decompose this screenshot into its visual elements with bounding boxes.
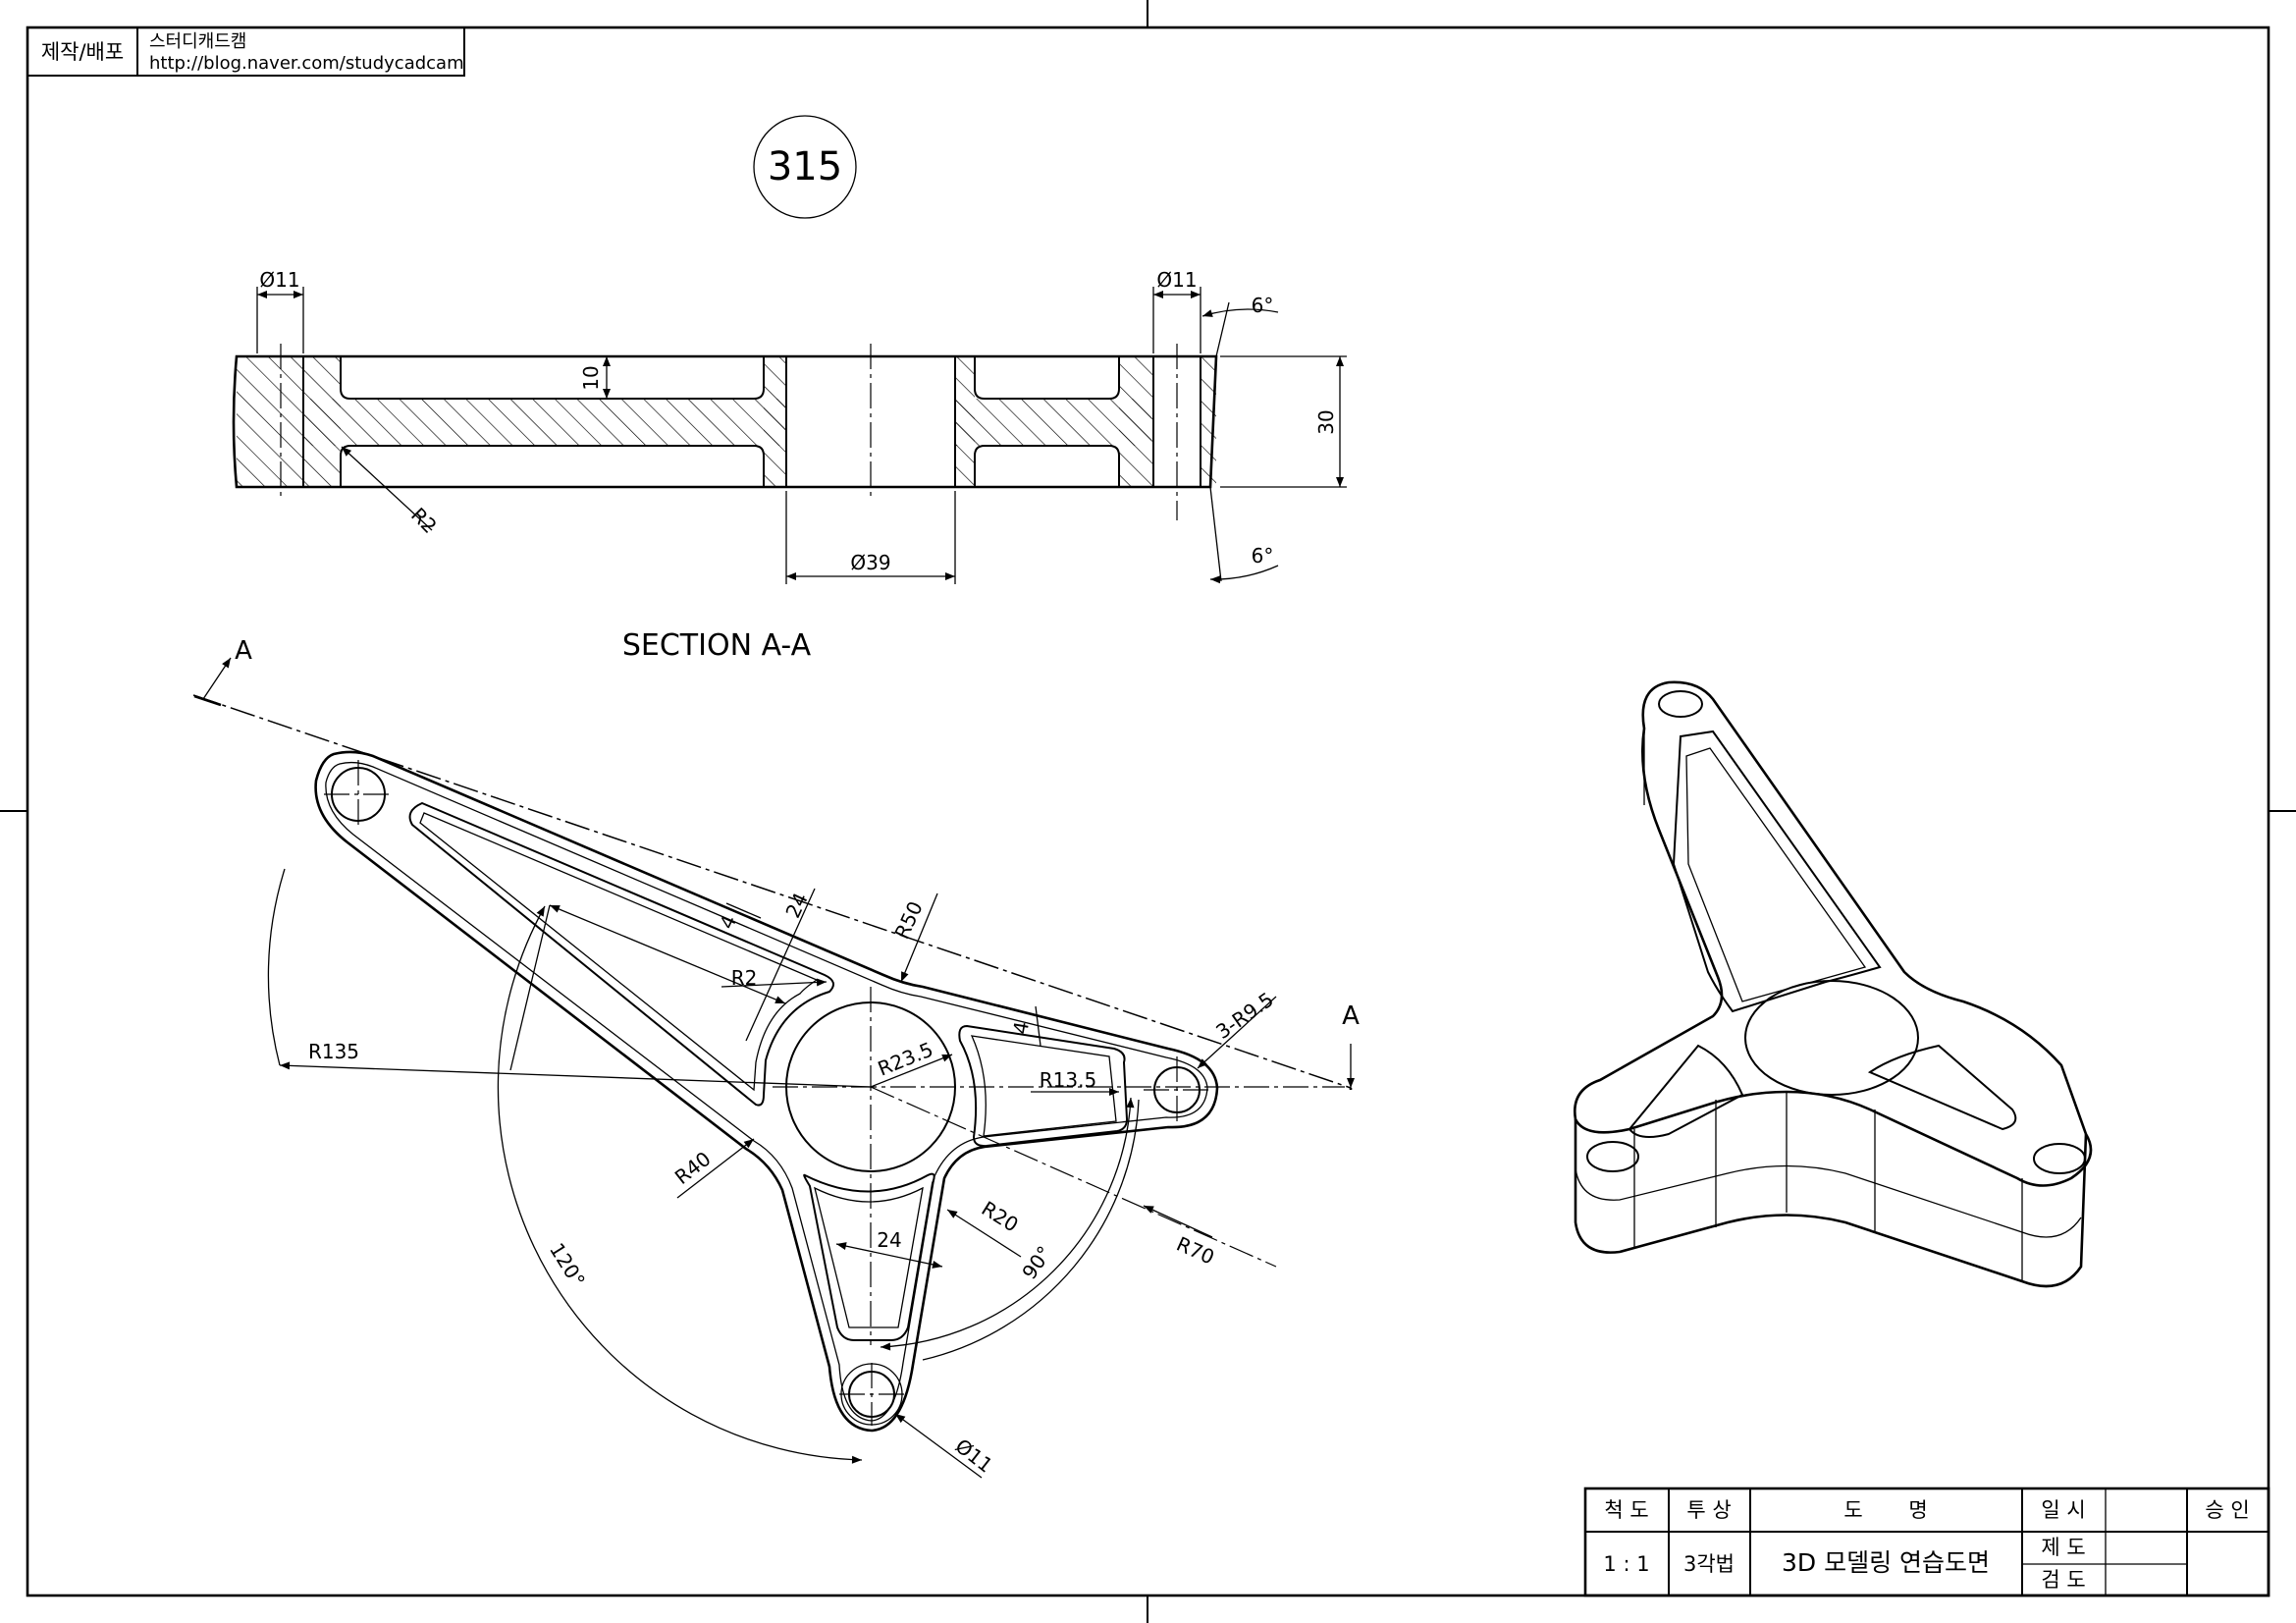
section-hatch-left-rib (303, 399, 786, 446)
scale-value: 1 : 1 (1603, 1552, 1649, 1576)
dim-angle-120: 120° (545, 1238, 590, 1291)
dim-hole-bottom: Ø11 (951, 1434, 997, 1477)
title-block: 척 도 투 상 도 명 일 시 승 인 1 : 1 3각법 3D 모델링 연습도… (1583, 1487, 2270, 1597)
dim-r13-5: R13.5 (1040, 1068, 1096, 1092)
plan-view: A A R135 R50 (192, 636, 1360, 1479)
dim-bore: Ø39 (850, 551, 890, 574)
pocket-left-arm (408, 801, 834, 1107)
projection-value: 3각법 (1683, 1552, 1735, 1576)
approve-label: 승 인 (2205, 1498, 2249, 1522)
dim-fillet: R2 (406, 503, 442, 538)
section-hatch-left-end (237, 356, 303, 487)
drawing-name: 3D 모델링 연습도면 (1782, 1548, 1990, 1577)
dim-w24-arm: 24 (780, 889, 813, 921)
section-view: Ø11 Ø11 Ø39 10 30 R2 6° 6° SECTION A-A (232, 268, 1347, 663)
drawing-number: 315 (768, 144, 842, 189)
dim-draft-top: 6° (1252, 294, 1274, 317)
dim-r9-5: 3-R9.5 (1211, 988, 1278, 1044)
section-title: SECTION A-A (622, 628, 812, 663)
scale-label: 척 도 (1604, 1498, 1648, 1522)
pocket-bottom-arm (803, 1172, 935, 1341)
drawing-number-badge: 315 (753, 115, 857, 219)
dim-hole-right: Ø11 (1156, 268, 1197, 292)
made-label: 제작/배포 (41, 40, 124, 64)
dim-height: 30 (1314, 409, 1338, 434)
dim-r40: R40 (670, 1147, 716, 1189)
checked-label: 검 도 (2041, 1568, 2085, 1592)
org-url: http://blog.naver.com/studycadcam (149, 53, 464, 74)
dim-hole-left: Ø11 (259, 268, 299, 292)
header-box: 제작/배포 스터디캐드캠 http://blog.naver.com/study… (27, 27, 465, 77)
cut-letter-right: A (1342, 1001, 1360, 1031)
dim-pocket-depth: 10 (579, 365, 603, 390)
projection-label: 투 상 (1686, 1498, 1731, 1522)
dim-wall4-b: 4 (1008, 1019, 1034, 1036)
dim-w24-bottom: 24 (877, 1228, 901, 1252)
dim-r20: R20 (978, 1196, 1023, 1236)
isometric-view (1573, 680, 2093, 1288)
section-hatch-right-boss-wall (1119, 356, 1153, 487)
dim-r50: R50 (889, 897, 927, 943)
drafted-label: 제 도 (2041, 1536, 2085, 1559)
section-outline (232, 354, 1218, 489)
dim-draft-bottom: 6° (1252, 544, 1274, 568)
name-label: 도 명 (1843, 1498, 1927, 1522)
cut-letter-left: A (235, 636, 252, 666)
section-hatch-left-boss-wall (303, 356, 341, 487)
section-hatch-left-inner-wall (764, 356, 786, 487)
date-label: 일 시 (2041, 1498, 2085, 1522)
dim-angle-90: 90° (1017, 1242, 1056, 1284)
dim-r135: R135 (308, 1040, 359, 1063)
org-name: 스터디캐드캠 (149, 31, 246, 52)
section-hatch-right-rib (955, 399, 1151, 446)
dim-r23-5: R23.5 (875, 1037, 936, 1080)
part-outline (314, 750, 1219, 1433)
